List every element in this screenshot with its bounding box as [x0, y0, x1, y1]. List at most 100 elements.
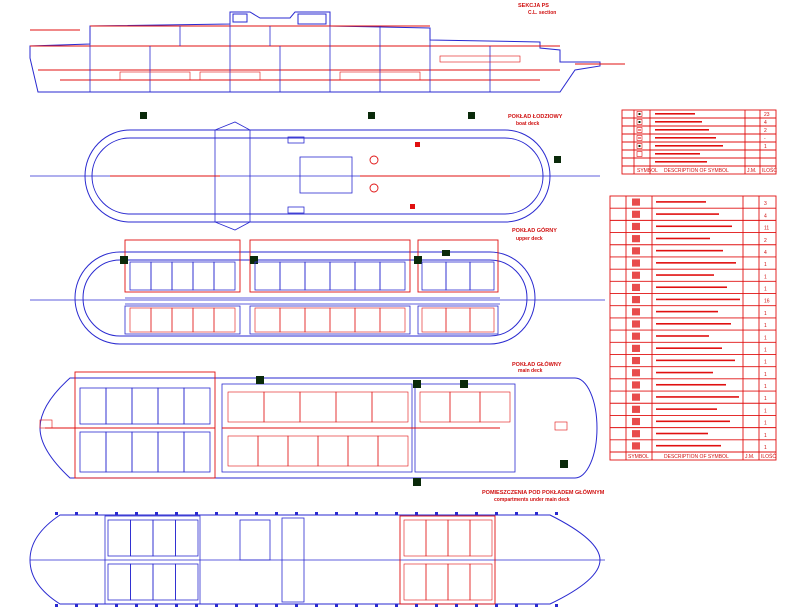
legend-symbol-icon [632, 356, 640, 365]
square-dot-icon [636, 119, 643, 125]
cabin-cell [105, 431, 133, 473]
legend-symbol-icon [632, 393, 640, 401]
legend1-qty: - [764, 136, 766, 142]
cabin-cell [469, 563, 493, 601]
cabin-cell [354, 307, 381, 333]
legend1-qty: 1 [764, 144, 767, 150]
legend2-qty: 4 [764, 250, 767, 256]
cabin-cell [183, 387, 211, 425]
boat-deck-title: POKŁAD ŁODZIOWY [508, 114, 563, 120]
cabin-cell [379, 307, 406, 333]
cabin-cell [377, 435, 409, 467]
cabin-cell [183, 431, 211, 473]
cabin-cell [445, 307, 471, 333]
legend1-qty: 4 [764, 120, 767, 126]
legend-symbol-icon [632, 198, 640, 206]
square-dot-icon [636, 143, 643, 149]
cabin-cell [131, 387, 159, 425]
legend2-col-unit: J.M. [745, 454, 754, 460]
cabin-cell [287, 435, 319, 467]
cabin-cell [329, 307, 356, 333]
cabin-cell [171, 307, 194, 333]
legend-symbol-icon [632, 332, 640, 340]
cabin-cell [254, 261, 281, 291]
cabin-cell [152, 563, 176, 601]
legend2-qty: 1 [764, 274, 767, 280]
boat-deck-plan: POKŁAD ŁODZIOWY boat deck [30, 112, 600, 231]
cabin-cell [449, 391, 481, 423]
cabin-cell [469, 307, 495, 333]
cabin-cell [213, 307, 236, 333]
square-dot-icon [636, 111, 643, 117]
legend1-col-symbol: SYMBOL [637, 168, 658, 174]
legend2-qty: 16 [764, 299, 770, 305]
cabin-cell [469, 519, 493, 557]
cabin-cell [279, 307, 306, 333]
cabin-cell [304, 261, 331, 291]
cabin-cell [150, 261, 173, 291]
main-deck-title: POKŁAD GŁÓWNY [512, 360, 562, 368]
legend-symbol-icon [632, 283, 640, 292]
legend2-qty: 1 [764, 335, 767, 341]
cabin-cell [469, 261, 495, 291]
legend2-qty: 1 [764, 287, 767, 293]
legend-symbol-icon [632, 235, 640, 243]
cabin-cell [175, 563, 199, 601]
cabin-cell [425, 519, 449, 557]
cabin-cell [107, 519, 131, 557]
cabin-cell [379, 261, 406, 291]
cabin-cell [403, 563, 427, 601]
cabin-cell [107, 563, 131, 601]
cabin-cell [157, 387, 185, 425]
legend2-col-description: DESCRIPTION OF SYMBOL [664, 454, 729, 460]
cabin-cell [213, 261, 236, 291]
cabin-cell [445, 261, 471, 291]
legend-symbol-icon [632, 430, 640, 438]
legend2-qty: 1 [764, 408, 767, 414]
legend2-qty: 1 [764, 347, 767, 353]
cabin-cell [192, 307, 215, 333]
square-icon [636, 151, 643, 157]
cabin-cell [227, 391, 265, 423]
legend-symbol-icon [632, 308, 640, 316]
lifeboat-marker [554, 156, 561, 163]
cabin-cell [279, 261, 306, 291]
square-bar-icon [636, 135, 643, 141]
legend2-col-qty: ILOŚĆ [761, 452, 776, 460]
profile-view [29, 11, 625, 93]
main-deck-plan: POKŁAD GŁÓWNY main deck [39, 360, 598, 486]
upper-deck-title: POKŁAD GÓRNY [512, 226, 557, 234]
legend-symbol-icon [632, 210, 640, 218]
lower-deck-subtitle: compartments under main deck [494, 497, 570, 503]
legend-symbol-icon [632, 344, 640, 352]
cabin-cell [329, 261, 356, 291]
lower-deck-title: POMIESZCZENIA POD POKŁADEM GŁÓWNYM [482, 488, 605, 496]
cabin-cell [79, 387, 107, 425]
legend2-qty: 1 [764, 372, 767, 378]
cabin-cell [299, 391, 337, 423]
cabin-cell [304, 307, 331, 333]
cabin-cell [150, 307, 173, 333]
cabin-cell [347, 435, 379, 467]
legend2-qty: 1 [764, 421, 767, 427]
cabin-cell [335, 391, 373, 423]
legend2-qty: 2 [764, 238, 767, 244]
cabin-cell [129, 261, 152, 291]
cabin-cell [403, 519, 427, 557]
cabin-cell [130, 519, 154, 557]
cabin-cell [447, 519, 471, 557]
lifeboat-marker [140, 112, 147, 119]
legend-symbol-icon [632, 259, 640, 267]
legend-symbol-icon [632, 296, 640, 304]
cabin-cell [79, 431, 107, 473]
legend2-qty: 4 [764, 213, 767, 219]
cabin-cell [263, 391, 301, 423]
legend2-col-symbol: SYMBOL [628, 454, 649, 460]
legend2-qty: 1 [764, 396, 767, 402]
legend2-qty: 11 [764, 226, 769, 232]
square-bar-icon [636, 127, 643, 133]
cabin-cell [317, 435, 349, 467]
legend1-col-unit: J.M. [747, 168, 756, 174]
